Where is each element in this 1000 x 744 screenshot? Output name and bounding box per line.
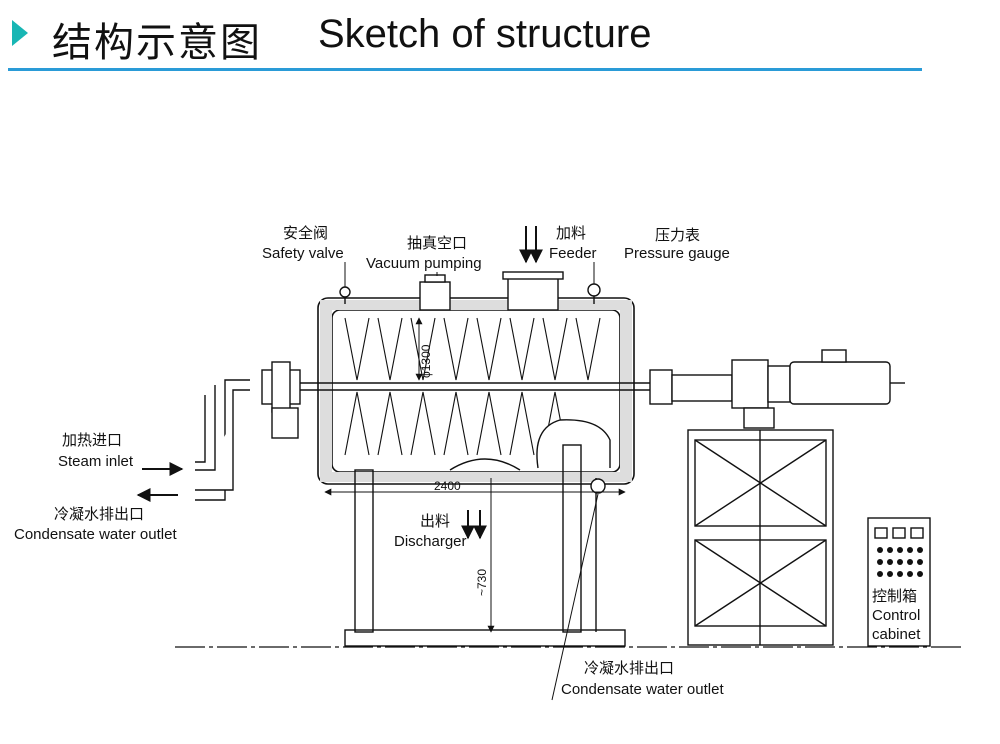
feeder-label-cn: 加料 xyxy=(556,224,586,242)
flow-arrows xyxy=(136,226,543,540)
page-title-chinese: 结构示意图 xyxy=(52,20,262,66)
safety-valve-label-en: Safety valve xyxy=(262,245,344,262)
discharger-label-en: Discharger xyxy=(394,533,467,550)
chevron-right-icon xyxy=(12,20,28,46)
steam-inlet-label-en: Steam inlet xyxy=(58,453,134,470)
control-cabinet-label-en-1: Control xyxy=(872,607,920,624)
condensate-bottom-label-cn: 冷凝水排出口 xyxy=(584,659,674,677)
page-header: 结构示意图 Sketch of structure xyxy=(0,0,1000,80)
dryer-body xyxy=(300,297,650,485)
safety-valve-label-cn: 安全阀 xyxy=(283,224,328,242)
condensate-left-label-cn: 冷凝水排出口 xyxy=(54,505,144,523)
page-title-english: Sketch of structure xyxy=(318,12,652,56)
steam-inlet-label-cn: 加热进口 xyxy=(62,431,122,449)
left-bearing-assembly xyxy=(195,361,301,501)
dimension-lines xyxy=(324,317,626,633)
pressure-gauge-label-en: Pressure gauge xyxy=(624,245,730,262)
agitator-blades xyxy=(344,317,601,456)
control-cabinet xyxy=(867,517,931,647)
drive-assembly xyxy=(649,349,905,429)
diameter-dimension: ϕ1300 xyxy=(419,344,433,378)
condensate-bottom-label-en: Condensate water outlet xyxy=(561,681,724,698)
header-divider xyxy=(8,68,922,71)
control-cabinet-label-cn: 控制箱 xyxy=(872,587,917,605)
condensate-left-label-en: Condensate water outlet xyxy=(14,526,177,543)
top-nozzles xyxy=(339,271,601,311)
control-cabinet-label-en-2: cabinet xyxy=(872,626,921,643)
height-dimension: ~730 xyxy=(475,569,489,596)
feeder-label-en: Feeder xyxy=(549,245,597,262)
leader-lines xyxy=(344,262,599,701)
feeder-cutaway xyxy=(536,419,611,469)
pressure-gauge-label-cn: 压力表 xyxy=(655,226,700,244)
discharge-port xyxy=(449,458,521,471)
vacuum-label-cn: 抽真空口 xyxy=(407,234,467,252)
drive-support-frame xyxy=(687,429,834,646)
length-dimension: 2400 xyxy=(434,479,461,493)
discharger-label-cn: 出料 xyxy=(420,512,450,530)
vacuum-label-en: Vacuum pumping xyxy=(366,255,482,272)
